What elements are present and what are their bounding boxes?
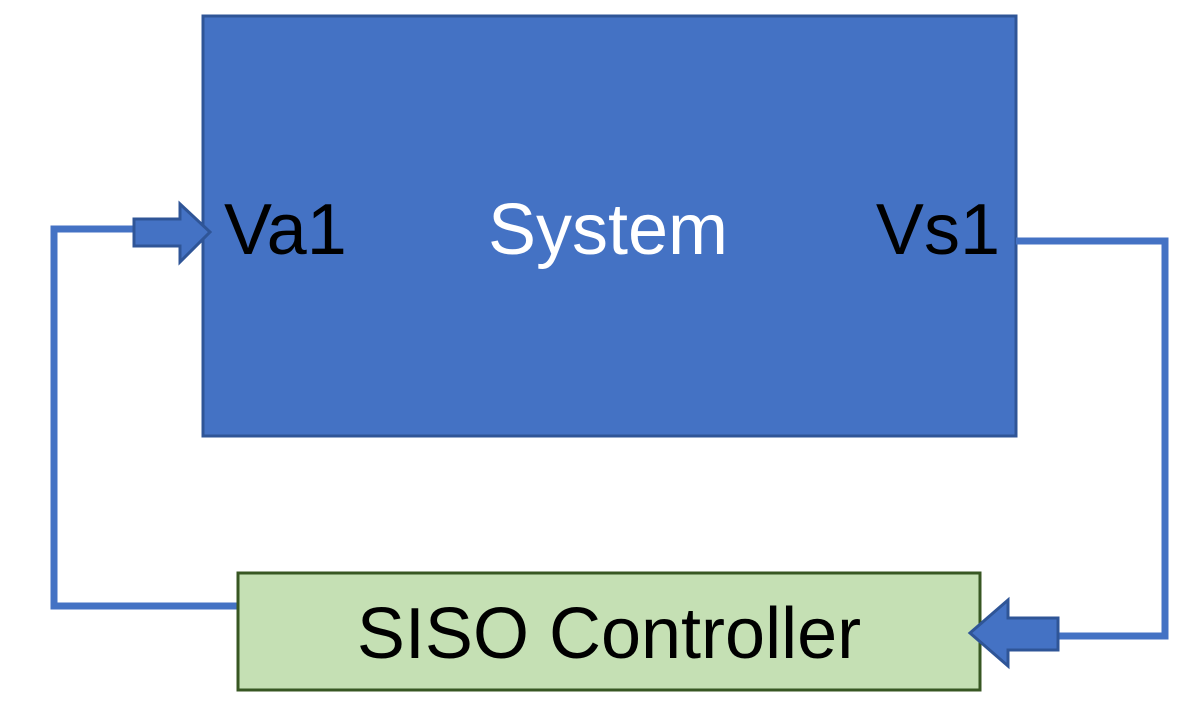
arrow-right-icon	[132, 200, 213, 266]
controller-output-wire	[50, 225, 238, 610]
controller-block	[236, 571, 982, 692]
controller-label: SISO Controller	[357, 594, 861, 674]
system-block	[201, 14, 1018, 438]
arrow-left-icon	[967, 596, 1060, 670]
input-port-label: Va1	[224, 190, 347, 270]
output-feedback-wire	[1016, 237, 1169, 640]
output-port-label: Vs1	[876, 190, 1000, 270]
system-label: System	[488, 190, 728, 270]
